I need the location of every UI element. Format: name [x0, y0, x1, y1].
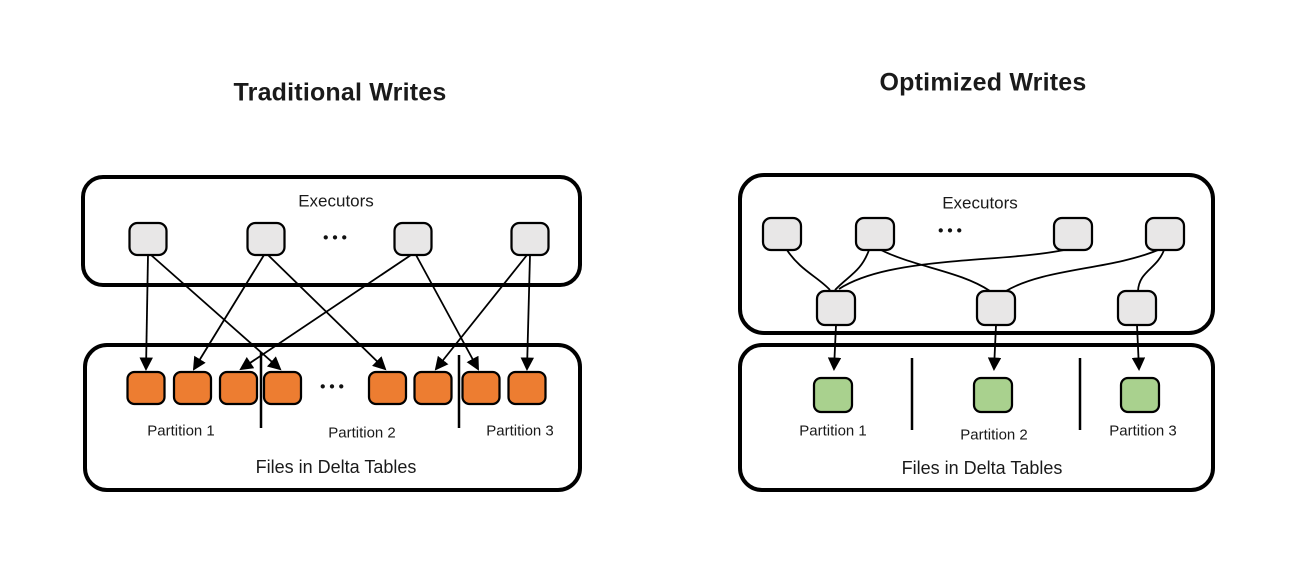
traditional-file-node-5 [367, 370, 408, 406]
arrow-executor3-file7 [415, 254, 479, 371]
curve-top3-coalesced1 [838, 249, 1065, 290]
optimized-executor-node-1 [761, 216, 803, 252]
curve-top1-coalesced1 [786, 249, 831, 291]
traditional-partition-3-label: Partition 3 [486, 422, 554, 440]
traditional-executor-node-1 [128, 221, 168, 257]
coalesced-executor-node-3 [1116, 289, 1158, 327]
optimized-executor-node-2 [854, 216, 896, 252]
traditional-file-node-7 [461, 370, 501, 406]
traditional-partition-2-label: Partition 2 [328, 424, 396, 442]
arrow-executor2-file2 [192, 254, 265, 371]
traditional-executors-box [81, 175, 582, 287]
optimized-writes-title: Optimized Writes [879, 68, 1087, 97]
arrow-executor4-file8 [520, 254, 535, 372]
arrow-coalesced2-partition2 [987, 324, 1002, 372]
optimized-files-label: Files in Delta Tables [901, 458, 1063, 478]
optimized-executors-label: Executors [942, 193, 1018, 213]
optimized-file-node-1 [812, 376, 854, 414]
traditional-file-node-1 [126, 370, 166, 406]
optimized-partition-3-label: Partition 3 [1109, 422, 1177, 440]
optimized-executors-ellipsis: ••• [938, 222, 966, 240]
arrow-executor1-file1 [139, 254, 153, 372]
coalesced-executor-node-1 [815, 289, 857, 327]
optimized-executors-box [738, 173, 1215, 335]
traditional-executor-node-3 [393, 221, 433, 257]
arrow-coalesced1-partition1 [827, 324, 842, 372]
curve-top4-coalesced3 [1137, 249, 1165, 292]
traditional-file-node-8 [507, 370, 547, 406]
traditional-file-node-3 [218, 370, 259, 406]
traditional-file-node-4 [262, 370, 303, 406]
arrow-executor4-file6 [434, 254, 528, 371]
arrow-coalesced3-partition3 [1131, 324, 1146, 372]
traditional-executor-node-4 [510, 221, 550, 257]
optimized-executor-node-3 [1052, 216, 1094, 252]
curve-top2-coalesced2 [880, 249, 991, 292]
optimized-partition-1-label: Partition 1 [799, 422, 867, 440]
optimized-executor-node-4 [1144, 216, 1186, 252]
traditional-file-node-6 [413, 370, 453, 406]
arrow-executor1-file4 [150, 254, 282, 371]
arrow-executor3-file3 [239, 254, 412, 371]
traditional-writes-title: Traditional Writes [233, 78, 447, 107]
optimized-partition-2-label: Partition 2 [960, 426, 1028, 444]
traditional-executors-ellipsis: ••• [323, 229, 351, 247]
optimized-file-node-2 [972, 376, 1014, 414]
traditional-partition-1-label: Partition 1 [147, 422, 215, 440]
traditional-executors-label: Executors [298, 191, 374, 211]
traditional-executor-node-2 [246, 221, 286, 257]
optimized-files-box [738, 343, 1215, 492]
curve-top4-coalesced2 [1005, 249, 1159, 292]
traditional-files-label: Files in Delta Tables [255, 457, 417, 477]
optimized-file-node-3 [1119, 376, 1161, 414]
curve-top2-coalesced1 [834, 249, 870, 291]
coalesced-executor-node-2 [975, 289, 1017, 327]
traditional-file-node-2 [172, 370, 213, 406]
traditional-files-ellipsis: ••• [320, 378, 348, 396]
